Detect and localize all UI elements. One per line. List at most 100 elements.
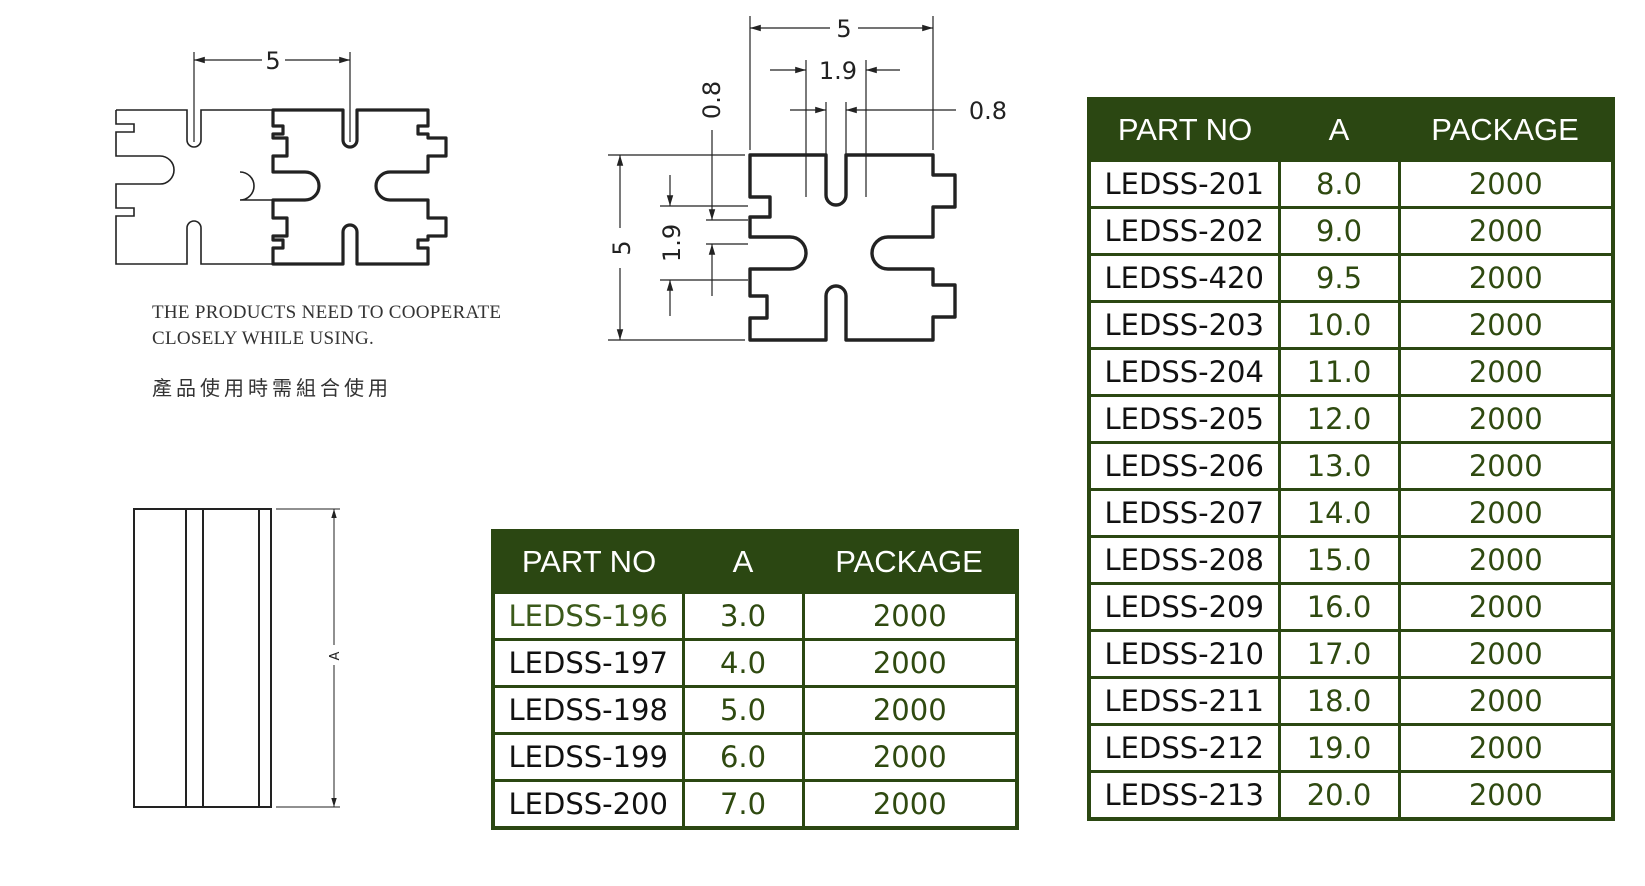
a-value-cell: 7.0 [681,779,805,830]
header-package: PACKAGE [803,531,1017,593]
package-cell: 2000 [1397,159,1615,209]
a-value-cell: 6.0 [681,732,805,782]
a-value-cell: 15.0 [1277,535,1401,585]
a-value-cell: 8.0 [1277,159,1401,209]
header-part-no: PART NO [1089,99,1279,161]
package-cell: 2000 [1397,535,1615,585]
a-value-cell: 14.0 [1277,488,1401,538]
table-row: LEDSS-200 7.0 2000 [491,779,1019,830]
part-no-cell: LEDSS-210 [1087,629,1281,679]
part-no-cell: LEDSS-212 [1087,723,1281,773]
part-no-cell: LEDSS-206 [1087,441,1281,491]
a-value-cell: 9.5 [1277,253,1401,303]
spacer-outline-right [271,108,448,266]
a-value-cell: 13.0 [1277,441,1401,491]
package-cell: 2000 [801,591,1019,641]
package-cell: 2000 [1397,488,1615,538]
part-no-cell: LEDSS-202 [1087,206,1281,256]
a-value-cell: 3.0 [681,591,805,641]
part-no-cell: LEDSS-203 [1087,300,1281,350]
part-no-cell: LEDSS-196 [491,591,685,641]
table-row: LEDSS-197 4.0 2000 [491,638,1019,688]
package-cell: 2000 [1397,770,1615,821]
header-a: A [1279,99,1399,161]
a-value-cell: 5.0 [681,685,805,735]
package-cell: 2000 [1397,441,1615,491]
part-no-cell: LEDSS-204 [1087,347,1281,397]
part-no-cell: LEDSS-420 [1087,253,1281,303]
package-cell: 2000 [1397,394,1615,444]
spacer-outline-single [748,153,957,342]
dim-a-label: A [328,651,343,660]
part-no-cell: LEDSS-209 [1087,582,1281,632]
package-cell: 2000 [1397,253,1615,303]
spacer-outline-left [115,109,273,265]
package-cell: 2000 [1397,629,1615,679]
parts-table-short: PART NO A PACKAGE LEDSS-196 3.0 2000 LED… [491,529,1019,830]
part-no-cell: LEDSS-213 [1087,770,1281,821]
part-no-cell: LEDSS-198 [491,685,685,735]
dim-height-label: 5 [608,240,636,255]
table-header-row: PART NO A PACKAGE [493,531,1017,593]
part-no-cell: LEDSS-208 [1087,535,1281,585]
package-cell: 2000 [801,732,1019,782]
side-view [133,508,340,808]
single-spacer-view [608,16,957,342]
dim-right-label: 0.8 [969,97,1007,125]
interlocked-spacers-view [115,52,448,266]
header-part-no: PART NO [493,531,683,593]
package-cell: 2000 [801,685,1019,735]
usage-note-chinese: 產品使用時需組合使用 [152,376,392,400]
part-no-cell: LEDSS-199 [491,732,685,782]
usage-note-english: THE PRODUCTS NEED TO COOPERATE CLOSELY W… [152,302,502,349]
table-row: LEDSS-199 6.0 2000 [491,732,1019,782]
dim-left-vertical-label: 0.8 [698,81,726,119]
a-value-cell: 10.0 [1277,300,1401,350]
dim-width-label: 5 [265,47,280,75]
dim-slot-label: 1.9 [658,224,686,262]
header-package: PACKAGE [1399,99,1613,161]
a-value-cell: 16.0 [1277,582,1401,632]
package-cell: 2000 [801,638,1019,688]
part-no-cell: LEDSS-197 [491,638,685,688]
a-value-cell: 12.0 [1277,394,1401,444]
dim-inner-label: 1.9 [819,57,857,85]
a-value-cell: 4.0 [681,638,805,688]
table-row: LEDSS-196 3.0 2000 [491,591,1019,641]
table-row: LEDSS-198 5.0 2000 [491,685,1019,735]
header-a: A [683,531,803,593]
package-cell: 2000 [801,779,1019,830]
dim-top-label: 5 [836,15,851,43]
part-no-cell: LEDSS-211 [1087,676,1281,726]
package-cell: 2000 [1397,723,1615,773]
a-value-cell: 11.0 [1277,347,1401,397]
a-value-cell: 17.0 [1277,629,1401,679]
a-value-cell: 9.0 [1277,206,1401,256]
package-cell: 2000 [1397,206,1615,256]
part-no-cell: LEDSS-201 [1087,159,1281,209]
a-value-cell: 19.0 [1277,723,1401,773]
part-no-cell: LEDSS-207 [1087,488,1281,538]
table-header-row: PART NO A PACKAGE [1089,99,1613,161]
package-cell: 2000 [1397,347,1615,397]
part-no-cell: LEDSS-205 [1087,394,1281,444]
package-cell: 2000 [1397,582,1615,632]
a-value-cell: 20.0 [1277,770,1401,821]
a-value-cell: 18.0 [1277,676,1401,726]
